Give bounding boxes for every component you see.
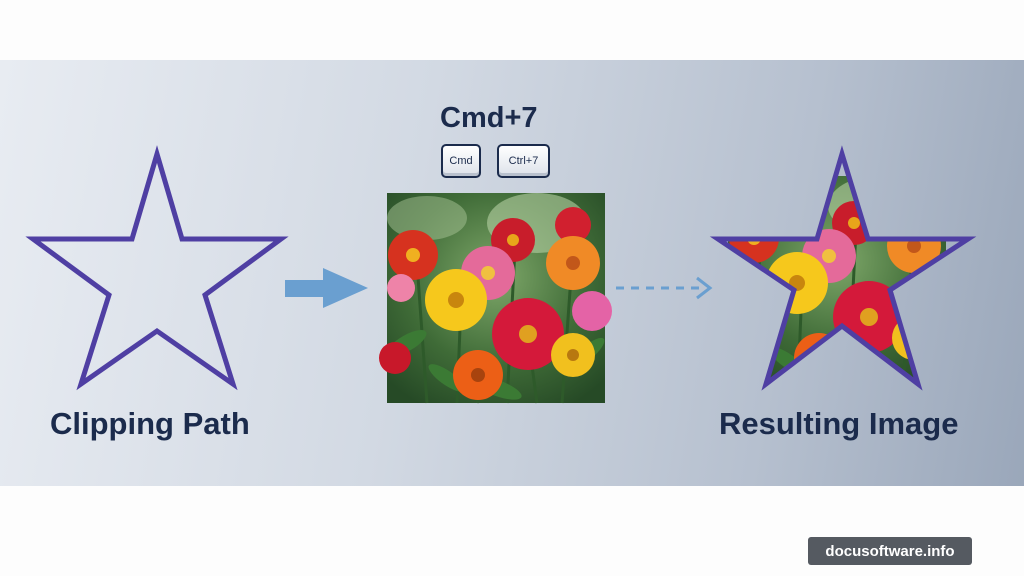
clipping-path-star	[25, 145, 289, 391]
resulting-image-label: Resulting Image	[719, 406, 959, 441]
shortcut-title: Cmd+7	[440, 102, 538, 134]
watermark: docusoftware.info	[808, 537, 972, 565]
cmd-key: Cmd	[441, 144, 481, 178]
dashed-arrow	[616, 276, 713, 300]
clipping-path-label: Clipping Path	[50, 406, 250, 441]
solid-arrow	[285, 268, 368, 308]
ctrl-7-key: Ctrl+7	[497, 144, 550, 178]
flower-image	[377, 191, 614, 406]
resulting-star-image	[709, 145, 977, 391]
